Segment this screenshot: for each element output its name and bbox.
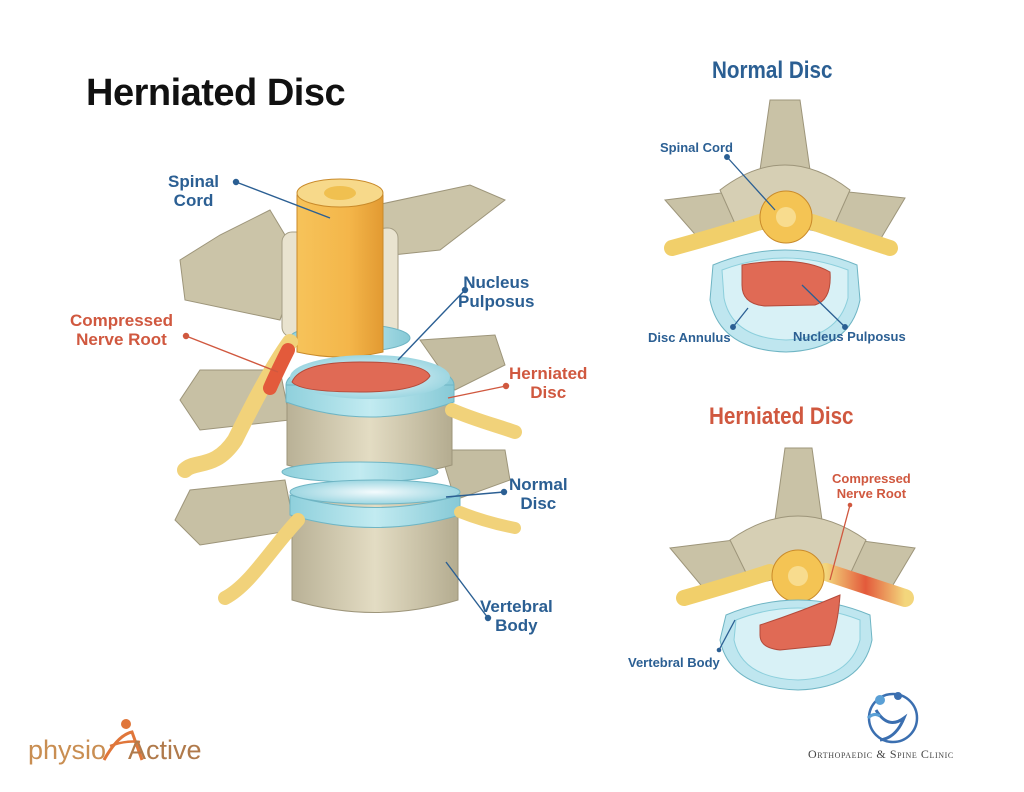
herniated-leader-lines xyxy=(716,502,853,653)
physio-logo-text-2: Active xyxy=(128,735,202,765)
label-herniated-disc: Herniated Disc xyxy=(509,364,588,402)
herniated-label-vertebral-body: Vertebral Body xyxy=(628,655,720,670)
clinic-emblem xyxy=(866,692,919,744)
label-spinal-cord: Spinal Cord xyxy=(168,172,220,210)
normal-disc-heading: Normal Disc xyxy=(712,57,833,84)
label-vertebral-body: Vertebral Body xyxy=(480,597,553,635)
physio-logo-mark xyxy=(102,719,144,761)
main-leader-lines xyxy=(232,178,508,622)
page-title: Herniated Disc xyxy=(86,72,346,114)
physio-logo-text-1: physio xyxy=(28,735,107,765)
herniated-disc-heading: Herniated Disc xyxy=(709,403,854,430)
physio-active-logo: physio Active xyxy=(28,735,202,766)
normal-label-spinal-cord: Spinal Cord xyxy=(660,140,733,155)
label-normal-disc: Normal Disc xyxy=(509,475,568,513)
herniated-label-compressed-nerve-root: Compressed Nerve Root xyxy=(832,471,911,501)
normal-disc-illustration xyxy=(664,99,906,353)
label-compressed-nerve-root: Compressed Nerve Root xyxy=(70,311,173,349)
normal-label-nucleus-pulposus: Nucleus Pulposus xyxy=(793,329,906,344)
label-nucleus-pulposus: Nucleus Pulposus xyxy=(458,273,535,311)
clinic-name: Orthopaedic & Spine Clinic xyxy=(808,747,954,761)
main-red-leader-lines xyxy=(182,332,510,399)
main-spine-illustration xyxy=(174,178,522,613)
herniated-disc-illustration xyxy=(669,447,916,691)
normal-leader-lines xyxy=(724,154,848,330)
normal-label-disc-annulus: Disc Annulus xyxy=(648,330,731,345)
